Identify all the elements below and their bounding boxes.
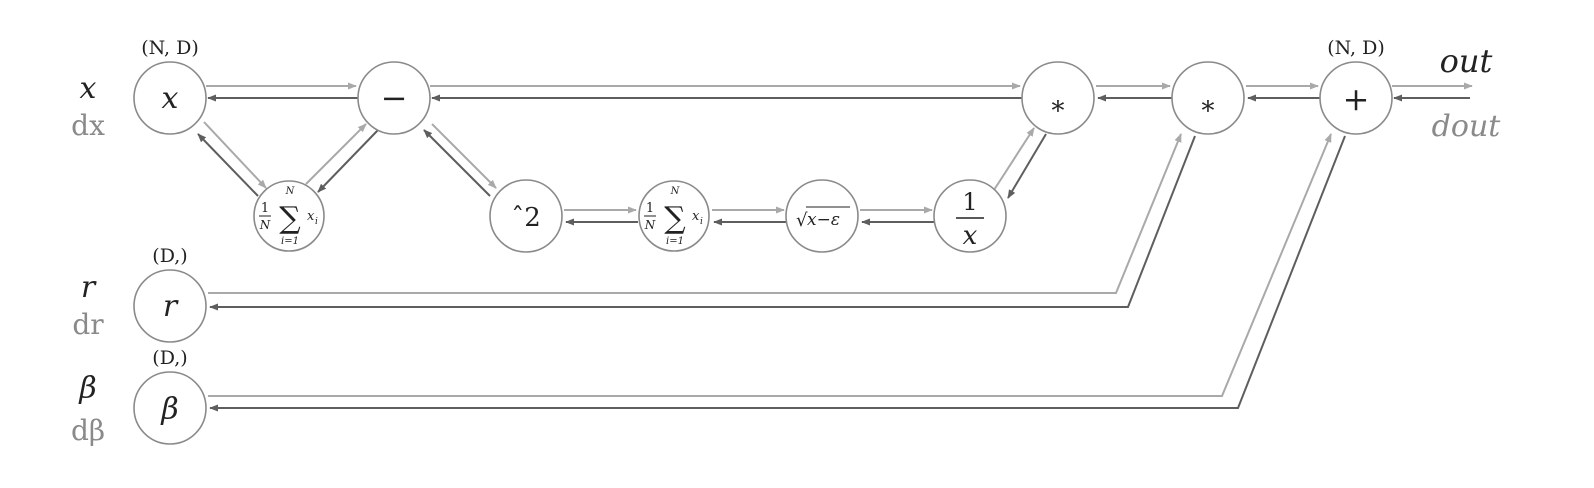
- node-r: r: [133, 269, 207, 343]
- edge-mul1-to-recip-backward: [1007, 133, 1047, 199]
- mean2-sum-sign: ∑: [664, 201, 686, 236]
- recip-num: 1: [962, 188, 977, 216]
- node-mean-1: 1 N N ∑ i=1 x i: [253, 180, 325, 252]
- shape-label-x: (N, D): [141, 37, 199, 59]
- edge-sub-to-square-forward: [431, 123, 497, 189]
- node-square-label: ˆ2: [511, 203, 541, 233]
- grad-label-dx: dx: [71, 109, 105, 142]
- node-reciprocal: 1 x: [933, 179, 1007, 253]
- edge-beta-to-add-forward: [208, 133, 1332, 397]
- node-beta-label: β: [160, 392, 178, 427]
- edges: [197, 82, 1473, 412]
- mean2-frac-num: 1: [646, 201, 654, 216]
- node-x-label: x: [162, 81, 179, 116]
- shape-label-r: (D,): [152, 245, 187, 267]
- mean2-sub: i: [700, 217, 703, 227]
- edge-x-to-mean1-forward: [203, 121, 267, 189]
- node-x: x: [133, 61, 207, 135]
- input-label-x: x: [80, 71, 97, 106]
- sqrt-expr: x−ε: [807, 210, 840, 230]
- edge-r-to-mul2-forward: [208, 133, 1182, 294]
- node-subtract: −: [357, 61, 431, 135]
- node-add-label: +: [1343, 80, 1370, 118]
- mean1-upper: N: [285, 186, 296, 197]
- node-sqrt: √ x−ε: [785, 179, 859, 253]
- grad-label-dbeta: dβ: [71, 414, 105, 447]
- node-beta: β: [133, 371, 207, 445]
- sqrt-radical: √: [796, 210, 808, 231]
- mean1-frac-num: 1: [261, 201, 269, 216]
- node-square: ˆ2: [489, 179, 563, 253]
- mean1-lower: i=1: [281, 236, 299, 247]
- node-multiply-2-label: ∗: [1199, 91, 1217, 121]
- edge-recip-to-mul1-forward: [993, 127, 1035, 191]
- mean1-sum-sign: ∑: [279, 201, 301, 236]
- node-mean-2: 1 N N ∑ i=1 x i: [638, 180, 710, 252]
- mean2-lower: i=1: [666, 236, 684, 247]
- mean2-term: x: [692, 209, 700, 224]
- mean2-frac-den: N: [644, 218, 656, 232]
- recip-den: x: [963, 221, 978, 251]
- shape-label-out: (N, D): [1327, 37, 1385, 59]
- edge-add-to-beta-backward: [209, 135, 1346, 412]
- edge-mean1-to-x-backward: [197, 133, 259, 197]
- node-multiply-1-label: ∗: [1049, 91, 1067, 121]
- input-label-r: r: [81, 270, 97, 305]
- edge-mean1-to-sub-forward: [305, 123, 367, 185]
- mean1-frac-den: N: [259, 218, 271, 232]
- grad-label-dr: dr: [72, 308, 104, 341]
- output-label-out: out: [1440, 42, 1493, 80]
- mean1-sub: i: [315, 217, 318, 227]
- edge-sub-to-mean1-backward: [317, 129, 379, 193]
- input-label-beta: β: [78, 371, 96, 406]
- grad-label-dout: dout: [1432, 109, 1502, 144]
- edge-square-to-sub-backward: [423, 129, 491, 197]
- node-multiply-2: ∗: [1171, 61, 1245, 135]
- mean2-upper: N: [670, 186, 681, 197]
- node-add: +: [1319, 61, 1393, 135]
- shape-label-beta: (D,): [152, 347, 187, 369]
- edge-mul2-to-r-backward: [209, 135, 1196, 311]
- node-r-label: r: [163, 289, 179, 324]
- node-subtract-label: −: [381, 79, 408, 117]
- node-multiply-1: ∗: [1021, 61, 1095, 135]
- mean1-term: x: [307, 209, 315, 224]
